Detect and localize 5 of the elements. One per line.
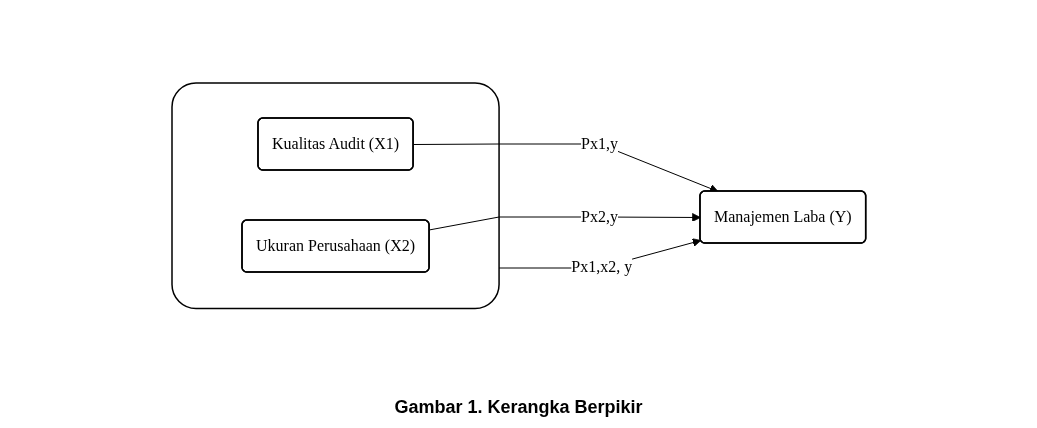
edge-label: Px1,x2, y: [570, 258, 632, 276]
figure-caption: Gambar 1. Kerangka Berpikir: [394, 397, 643, 418]
cluster: [170, 82, 500, 309]
edge-label: Px2,y: [580, 207, 618, 225]
edge-label: Px1,y: [580, 134, 618, 152]
